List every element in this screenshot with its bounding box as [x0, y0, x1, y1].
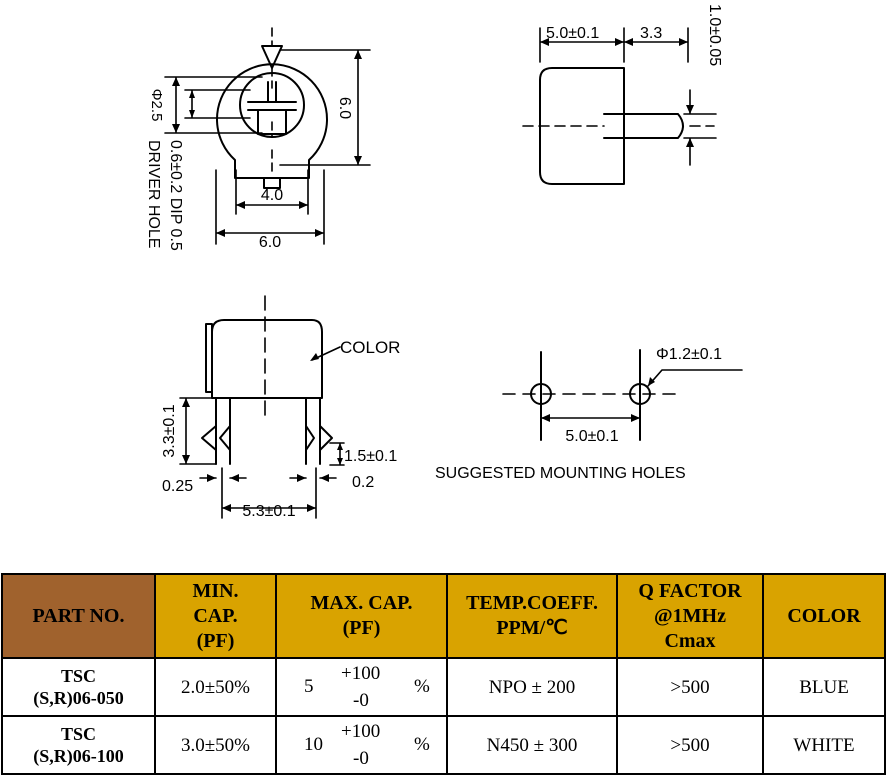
mechanical-drawing: Φ2.5 6.0 0.6±0.2 DIP 0.5 DRIVER HOLE 4.0… — [145, 4, 743, 520]
table-header-row: PART NO. MIN. CAP. (PF) MAX. CAP. (PF) T… — [1, 573, 886, 659]
driver-hole-dim-label: 0.6±0.2 DIP 0.5 — [167, 140, 184, 251]
driver-hole-caption: DRIVER HOLE — [145, 140, 162, 248]
right-thickness-label: 0.2 — [352, 474, 374, 491]
max-cap-cell: 10 +100 -0 % — [275, 715, 448, 775]
pin-height-label: 3.3±0.1 — [161, 404, 178, 457]
side-view-outline — [539, 67, 684, 185]
header-min-cap: MIN. CAP. (PF) — [154, 573, 277, 659]
mounting-arrows — [541, 377, 655, 422]
hole-spacing-label: 5.0±0.1 — [565, 428, 618, 445]
side-view-dimensions — [522, 27, 717, 166]
height-label: 6.0 — [336, 97, 353, 119]
spec-table: PART NO. MIN. CAP. (PF) MAX. CAP. (PF) T… — [1, 573, 886, 775]
color-cell: BLUE — [762, 657, 886, 717]
inner-width-label: 4.0 — [261, 187, 283, 204]
front-view-outline — [201, 295, 333, 465]
side-width-label: 5.0±0.1 — [546, 25, 599, 42]
min-cap-cell: 3.0±50% — [154, 715, 277, 775]
table-row: TSC (S,R)06-050 2.0±50% 5 +100 -0 % NPO … — [1, 657, 886, 717]
temp-coeff-cell: NPO ± 200 — [446, 657, 618, 717]
front-view-arrows — [182, 353, 343, 512]
side-view-arrows — [540, 38, 694, 147]
header-color: COLOR — [762, 573, 886, 659]
diameter-label: Φ2.5 — [148, 89, 165, 122]
min-cap-cell: 2.0±50% — [154, 657, 277, 717]
color-cell: WHITE — [762, 715, 886, 775]
header-part-no: PART NO. — [1, 573, 156, 659]
mounting-holes-drawing — [502, 349, 743, 441]
table-row: TSC (S,R)06-100 3.0±50% 10 +100 -0 % N45… — [1, 715, 886, 775]
q-factor-cell: >500 — [616, 715, 764, 775]
pitch-label: 5.3±0.1 — [242, 503, 295, 520]
max-cap-cell: 5 +100 -0 % — [275, 657, 448, 717]
left-thickness-label: 0.25 — [162, 478, 193, 495]
color-callout-label: COLOR — [340, 338, 400, 357]
header-max-cap: MAX. CAP. (PF) — [275, 573, 448, 659]
top-view-outline — [216, 45, 328, 189]
part-number-cell: TSC (S,R)06-050 — [1, 657, 156, 717]
top-view-arrows — [172, 50, 362, 237]
pin-thickness-label: 1.0±0.05 — [706, 4, 723, 66]
header-q-factor: Q FACTOR @1MHz Cmax — [616, 573, 764, 659]
mounting-caption: SUGGESTED MOUNTING HOLES — [435, 465, 686, 482]
pin-width-label: 1.5±0.1 — [344, 448, 397, 465]
temp-coeff-cell: N450 ± 300 — [446, 715, 618, 775]
part-number-cell: TSC (S,R)06-100 — [1, 715, 156, 775]
outer-width-label: 6.0 — [259, 234, 281, 251]
header-temp-coeff: TEMP.COEFF. PPM/℃ — [446, 573, 618, 659]
q-factor-cell: >500 — [616, 657, 764, 717]
hole-diameter-label: Φ1.2±0.1 — [656, 346, 722, 363]
pin-length-label: 3.3 — [640, 25, 662, 42]
